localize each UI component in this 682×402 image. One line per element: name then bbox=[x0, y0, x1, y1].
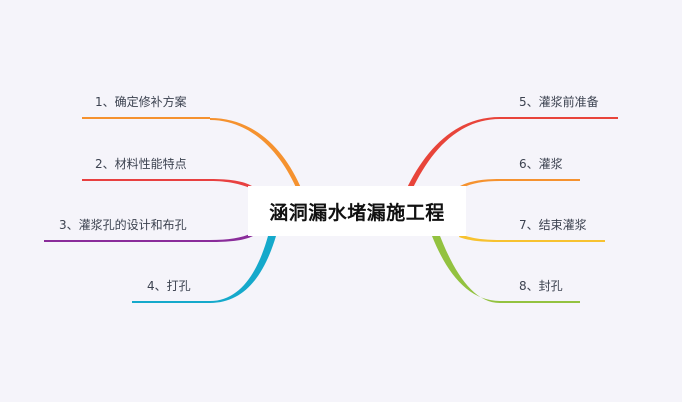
branch-node-3[interactable]: 3、灌浆孔的设计和布孔 bbox=[59, 218, 187, 232]
connector-7 bbox=[459, 234, 605, 242]
connector-4 bbox=[132, 236, 276, 303]
root-title: 涵洞漏水堵漏施工程 bbox=[269, 201, 445, 224]
connector-1 bbox=[82, 117, 302, 192]
branch-node-2[interactable]: 2、材料性能特点 bbox=[95, 157, 187, 171]
connector-8 bbox=[432, 236, 580, 303]
root-node[interactable]: 涵洞漏水堵漏施工程 bbox=[248, 186, 466, 236]
connector-2 bbox=[82, 179, 252, 188]
branch-node-1[interactable]: 1、确定修补方案 bbox=[95, 95, 187, 109]
connector-3 bbox=[44, 233, 253, 242]
branch-node-4[interactable]: 4、打孔 bbox=[147, 279, 191, 293]
connector-6 bbox=[460, 179, 580, 188]
branch-node-5[interactable]: 5、灌浆前准备 bbox=[519, 95, 599, 109]
branch-node-8[interactable]: 8、封孔 bbox=[519, 279, 563, 293]
branch-node-7[interactable]: 7、结束灌浆 bbox=[519, 218, 587, 232]
branch-node-6[interactable]: 6、灌浆 bbox=[519, 157, 563, 171]
connector-5 bbox=[406, 117, 618, 190]
